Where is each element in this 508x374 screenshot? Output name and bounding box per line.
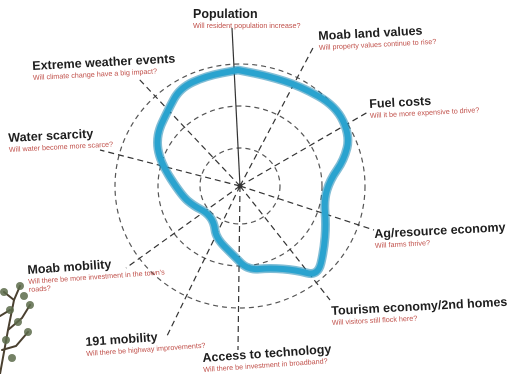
ring-3 <box>114 63 366 309</box>
scenario-outline <box>153 65 353 278</box>
spoke-title: Population <box>193 7 258 21</box>
ring-1 <box>199 147 281 225</box>
tree-branch-2 <box>7 304 31 331</box>
tree-leaf-9 <box>8 354 16 362</box>
tree-leaf-1 <box>16 282 24 290</box>
spoke-axis-10 <box>137 77 241 187</box>
spoke-axis-7 <box>165 185 241 339</box>
spoke-axis-5 <box>239 185 331 301</box>
scenario-outline-line <box>154 67 351 277</box>
spoke-axis-8 <box>125 185 241 269</box>
tree-leaf-5 <box>6 306 14 314</box>
tree-leaf-2 <box>26 301 34 309</box>
tree-leaf-6 <box>14 318 22 326</box>
spoke-question: Will resident population increase? <box>193 21 301 31</box>
spoke-label-population: Population Will resident population incr… <box>193 7 301 31</box>
spoke-axis-4 <box>239 185 375 231</box>
tree-leaf-4 <box>24 328 32 336</box>
spoke-axis-9 <box>99 149 241 187</box>
radar-chart <box>0 27 375 374</box>
radar-center <box>237 183 243 189</box>
spoke-axis-6 <box>237 185 241 351</box>
tree-leaf-8 <box>20 292 28 300</box>
tree-branch-4 <box>1 331 29 351</box>
tree-branch-decoration <box>0 282 34 374</box>
spoke-axis-2 <box>239 45 315 187</box>
spoke-axis-1 <box>231 27 241 187</box>
tree-leaf-7 <box>2 336 10 344</box>
tree-branch-1 <box>0 285 21 374</box>
tree-leaf-3 <box>0 288 8 296</box>
radar-diagram: Population Will resident population incr… <box>0 7 508 374</box>
